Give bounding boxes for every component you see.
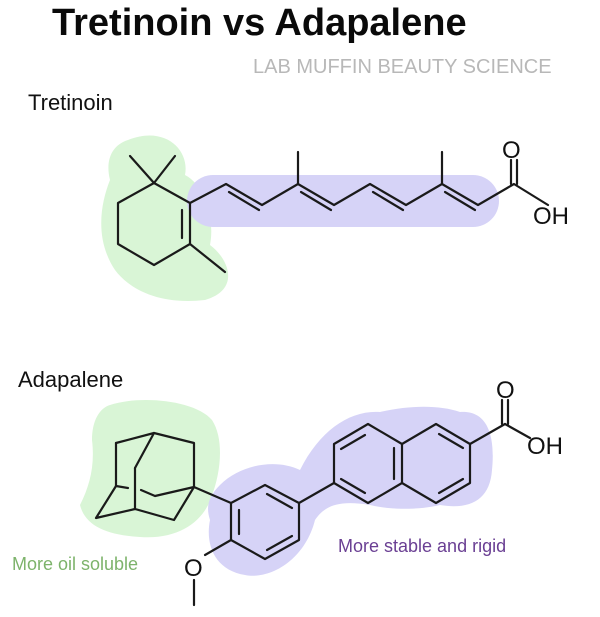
page-title: Tretinoin vs Adapalene xyxy=(52,2,467,44)
adapalene-label: Adapalene xyxy=(18,367,124,392)
tretinoin-carbonyl-o: O xyxy=(502,137,521,164)
adapalene-purple-highlight xyxy=(208,406,493,576)
adapalene-oh: OH xyxy=(527,433,563,460)
tretinoin-bonds xyxy=(116,150,550,274)
adapalene-carbonyl-o: O xyxy=(496,377,515,404)
stable-rigid-annotation: More stable and rigid xyxy=(338,536,507,556)
tretinoin-oh: OH xyxy=(533,203,569,230)
subtitle: LAB MUFFIN BEAUTY SCIENCE xyxy=(253,56,552,78)
tretinoin-label: Tretinoin xyxy=(28,90,113,115)
oil-soluble-annotation: More oil soluble xyxy=(12,554,139,574)
adapalene-bonds xyxy=(94,398,532,607)
tretinoin-green-highlight xyxy=(101,135,229,301)
adapalene-methoxy-o: O xyxy=(184,555,203,582)
